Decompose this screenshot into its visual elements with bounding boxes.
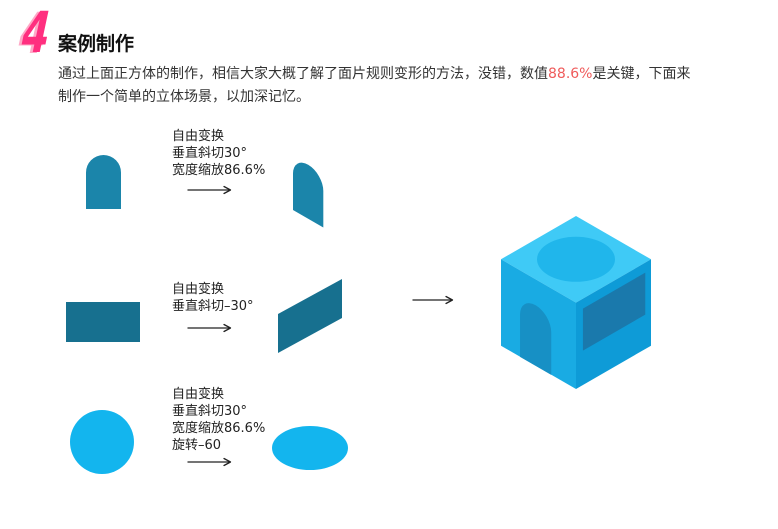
skewed-rectangle-shape [278,279,342,353]
step-line: 自由变换 [172,282,225,297]
step-line: 垂直斜切–30° [172,299,254,314]
intro-text: 是关键，下面来 [592,66,691,82]
arrow-right-icon [412,295,454,305]
step-caption-1: 自由变换 垂直斜切30° 宽度缩放86.6% [172,128,265,179]
scaled-ellipse-shape [272,426,348,470]
step-line: 自由变换 [172,129,225,144]
skewed-arch-shape [293,162,324,228]
arrow-right-icon [187,185,232,195]
step-caption-2: 自由变换 垂直斜切–30° [172,281,254,315]
step-line: 垂直斜切30° [172,146,248,161]
step-line: 旋转–60 [172,438,222,453]
section-number-badge: 4 4 [12,4,56,56]
isometric-cube-scene [501,216,651,389]
arrow-right-icon [187,457,232,467]
highlight-value: 88.6% [548,66,593,82]
cube-right-rectangle [582,272,646,351]
step-line: 垂直斜切30° [172,404,248,419]
step-line: 宽度缩放86.6% [172,421,266,436]
step-line: 宽度缩放86.6% [172,163,266,178]
cube-left-arch [520,303,552,375]
arch-shape [86,155,121,209]
step-caption-3: 自由变换 垂直斜切30° 宽度缩放86.6% 旋转–60 [172,386,265,454]
cube-top-ellipse [537,236,615,282]
circle-shape [70,410,134,474]
intro-line-2: 制作一个简单的立体场景，以加深记忆。 [58,89,310,105]
rectangle-shape [66,302,140,342]
section-title: 案例制作 [58,33,135,55]
step-line: 自由变换 [172,387,225,402]
intro-line-1: 通过上面正方体的制作，相信大家大概了解了面片规则变形的方法，没错，数值88.6%… [58,63,690,86]
intro-text: 通过上面正方体的制作，相信大家大概了解了面片规则变形的方法，没错，数值 [58,66,548,82]
arrow-right-icon [187,323,232,333]
